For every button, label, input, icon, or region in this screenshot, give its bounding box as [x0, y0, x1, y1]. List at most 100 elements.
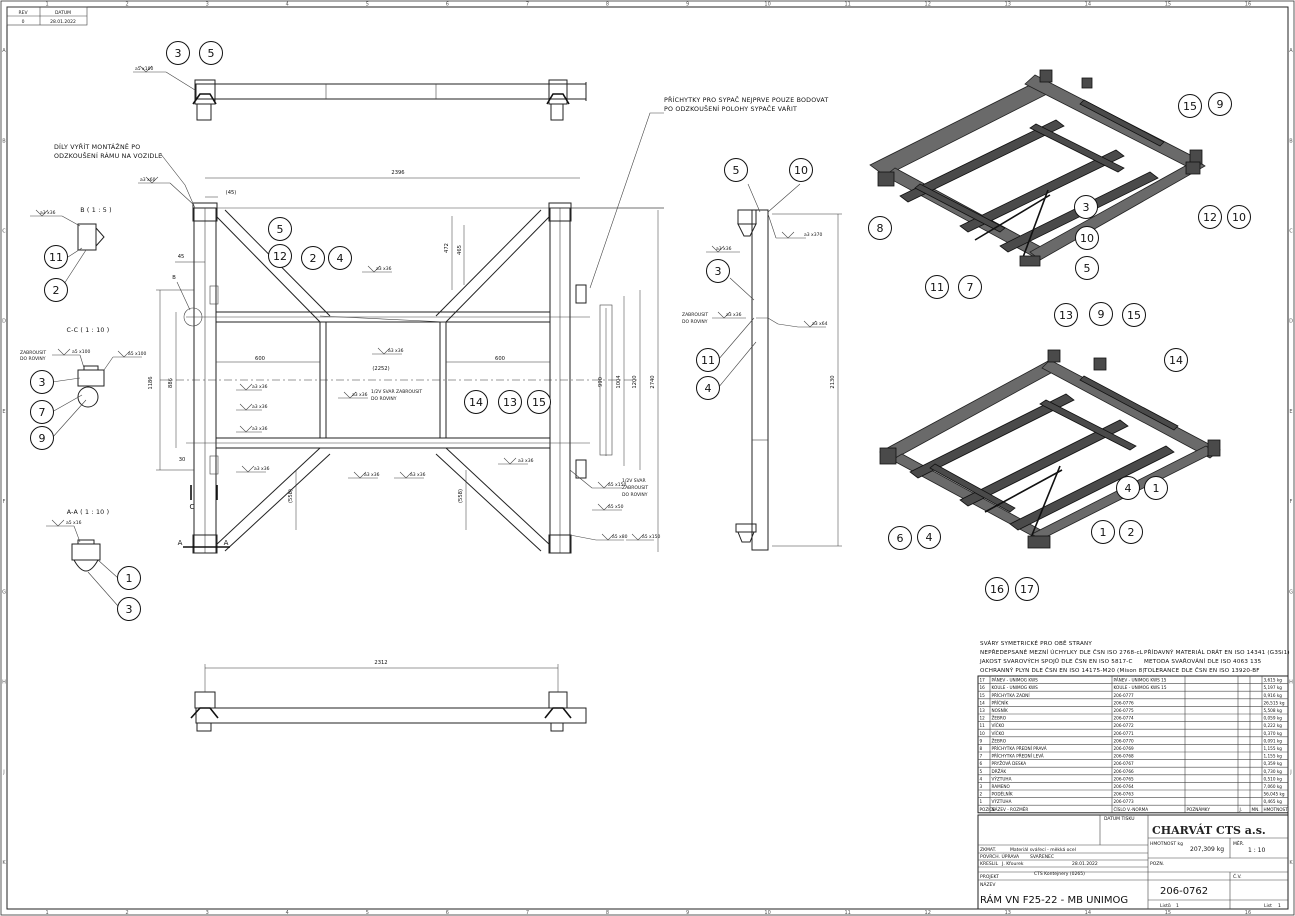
bom-cell: 56,045 kg — [1264, 792, 1285, 797]
zone-col-bottom: 3 — [206, 910, 209, 916]
zone-col-top: 10 — [764, 2, 770, 8]
svg-text:6: 6 — [897, 532, 904, 545]
balloon-i2-9: 9 — [1089, 302, 1113, 326]
zone-row-left: K — [2, 860, 6, 866]
bom-cell: 0,916 kg — [1264, 693, 1283, 698]
bom-cell: ŽEBRO — [992, 716, 1007, 721]
weld-main-10: a3 x36 — [410, 472, 426, 478]
rev-label: REV — [18, 10, 28, 16]
zone-row-right: D — [1289, 319, 1293, 325]
balloon-i1-5: 5 — [1075, 256, 1099, 280]
bom-cell: 0,465 kg — [1264, 799, 1283, 804]
bom-cell: 16 — [980, 685, 986, 690]
balloon-i1-12: 12 — [1198, 205, 1222, 229]
bom-cell: 206-0769 — [1114, 746, 1134, 751]
svg-text:5: 5 — [1084, 262, 1091, 275]
zone-row-left: J — [2, 770, 4, 776]
balloon-i1-10b: 10 — [1075, 226, 1099, 250]
zone-row-left: G — [2, 589, 6, 595]
svg-text:3: 3 — [175, 47, 182, 60]
dim-465: 465 — [457, 245, 463, 255]
zone-row-right: H — [1289, 680, 1293, 686]
cut-b-label: B — [172, 275, 176, 281]
tb-date-label: DATUM TISKU — [1104, 816, 1135, 822]
balloon-i1-8: 8 — [868, 216, 892, 240]
zone-col-top: 2 — [126, 2, 129, 8]
svg-text:9: 9 — [1098, 308, 1105, 321]
bom-header-cell: ČÍSLO V.-NORMA — [1114, 807, 1149, 812]
bom-cell: PŘÍCHYTKA ZADNÍ — [992, 693, 1031, 698]
weld-main-6: a3 x36 — [252, 404, 268, 410]
note-grind-a-2: DO ROVINY — [20, 356, 46, 362]
svg-text:5: 5 — [277, 223, 284, 236]
iso-view-lower — [879, 349, 1221, 549]
dim-558-right: (558) — [458, 489, 464, 503]
tb-drawn-label: KRESLIL — [980, 861, 999, 867]
tb-drawn-by: J. Kfourek — [1001, 861, 1024, 867]
svg-text:16: 16 — [990, 583, 1004, 596]
weld-cc-2: a5 x100 — [128, 351, 146, 357]
svg-text:15: 15 — [1127, 309, 1141, 322]
spec-left-2: NEPŘEDEPSANÉ MEZNÍ ÚCHYLKY DLE ČSN ISO 2… — [980, 648, 1144, 656]
spec-left-1: SVÁRY SYMETRICKÉ PRO OBĚ STRANY — [980, 639, 1092, 647]
section-aa-title: A-A ( 1 : 10 ) — [67, 509, 109, 516]
tb-surface-label: POVRCH. ÚPRAVA — [980, 853, 1020, 860]
bom-cell: PŘÍCHYTKA PŘEDNÍ PRAVÁ — [992, 746, 1047, 751]
balloon-c3: 3 — [30, 370, 54, 394]
bom-cell: PODÉLNÍK — [992, 792, 1013, 797]
zone-col-top: 9 — [686, 2, 689, 8]
bom-cell: 12 — [980, 716, 986, 721]
weld-side-4: a3 x64 — [812, 321, 828, 327]
bom-header-cell: MN. — [1252, 807, 1260, 812]
balloon-i1-3: 3 — [1074, 195, 1098, 219]
bom-header-cell: NÁZEV - ROZMĚR — [992, 807, 1029, 812]
balloon-c9: 9 — [30, 426, 54, 450]
tb-name-label: NÁZEV — [980, 881, 996, 888]
bom-cell: PŘÍČNÍK — [992, 700, 1009, 705]
bom-cell: 5,508 kg — [1264, 708, 1283, 713]
note-mount-2: ODZKOUŠENÍ RÁMU NA VOZIDLE — [54, 151, 162, 160]
balloon-m15: 15 — [527, 390, 551, 414]
weld-main-2: a3 x36 — [376, 266, 392, 272]
note-grind-a-1: ZABROUSIT — [20, 350, 46, 356]
revision-box: REV DATUM 0 28.01.2022 — [6, 6, 88, 26]
iso-view-upper — [869, 69, 1206, 267]
balloon-s4: 4 — [696, 376, 720, 400]
bom-cell: PRYŽOVÁ DESKA — [992, 761, 1027, 766]
bom-cell: 13 — [980, 708, 986, 713]
weld-side-3: a3 x36 — [726, 312, 742, 318]
balloon-m13: 13 — [498, 390, 522, 414]
dim-1186: 1186 — [148, 376, 154, 389]
balloon-i1-15: 15 — [1178, 94, 1202, 118]
tb-format-label: List — [1264, 903, 1272, 909]
svg-text:10: 10 — [794, 164, 808, 177]
bom-cell: 6 — [980, 761, 983, 766]
balloon-m2: 2 — [301, 246, 325, 270]
bom-cell: 7,060 kg — [1264, 784, 1283, 789]
bom-cell: 0,359 kg — [1264, 761, 1283, 766]
detail-b-title: B ( 1 : 5 ) — [80, 207, 112, 214]
bom-cell: 5,197 kg — [1264, 685, 1283, 690]
bom-cell: 206-0766 — [1114, 769, 1134, 774]
svg-text:2: 2 — [1128, 526, 1135, 539]
balloon-a3: 3 — [117, 597, 141, 621]
weld-detail-b: a3 x36 — [40, 210, 56, 216]
svg-text:3: 3 — [1083, 201, 1090, 214]
svg-text:12: 12 — [273, 250, 287, 263]
bom-cell: 0,091 kg — [1264, 738, 1283, 743]
svg-text:2: 2 — [310, 252, 317, 265]
side-view: a3 x370 a3 x36 a3 x36 a3 x64 ZABROUSIT D… — [682, 183, 842, 551]
dim-558-left: (558) — [288, 489, 294, 503]
bom-cell: 0,730 kg — [1264, 769, 1283, 774]
dim-886: 886 — [168, 378, 174, 388]
note-weld-right-2: ZABROUSIT — [622, 485, 648, 491]
balloon-i1-11: 11 — [925, 275, 949, 299]
